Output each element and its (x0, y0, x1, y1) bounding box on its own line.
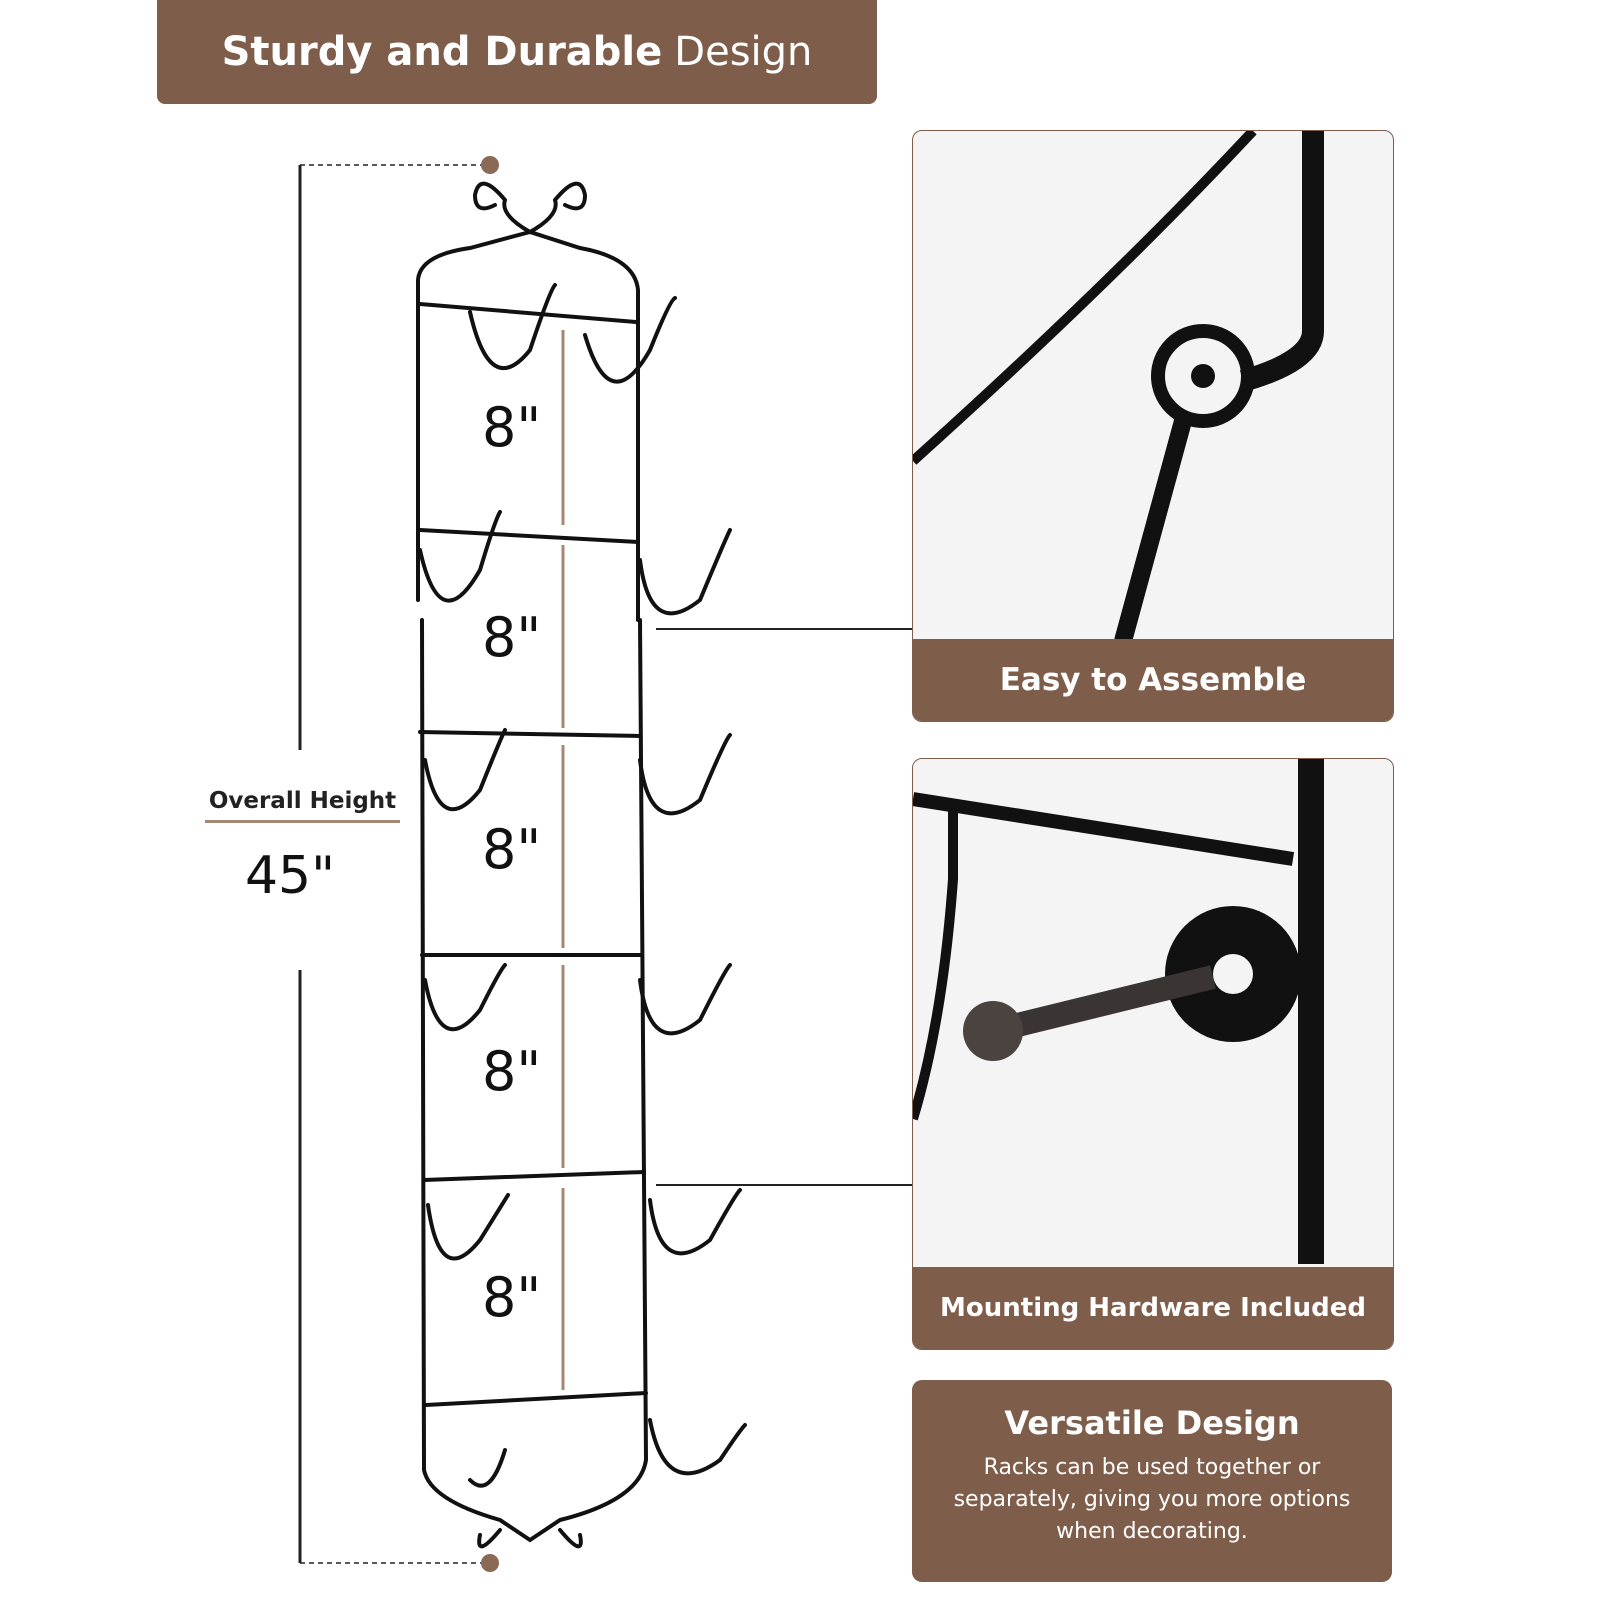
versatile-text: Racks can be used together or separately… (953, 1455, 1351, 1544)
spacing-label: 8" (482, 396, 542, 459)
joint-closeup-image (913, 131, 1324, 641)
assembly-detail-panel: Easy to Assemble (912, 130, 1394, 722)
spacing-label: 8" (482, 606, 542, 669)
spacing-label: 8" (482, 1040, 542, 1103)
overall-height-value: 45" (244, 846, 336, 906)
spacing-label: 8" (482, 818, 542, 881)
panel-caption: Mounting Hardware Included (913, 1267, 1393, 1349)
screw-closeup-image (913, 759, 1324, 1264)
versatile-design-box: Versatile Design Racks can be used toget… (912, 1380, 1392, 1582)
spacing-label: 8" (482, 1266, 542, 1329)
versatile-title: Versatile Design (1004, 1404, 1300, 1442)
panel-caption: Easy to Assemble (913, 639, 1393, 721)
hardware-detail-panel: Mounting Hardware Included (912, 758, 1394, 1350)
overall-height-label: Overall Height (205, 788, 400, 823)
header-banner: Sturdy and Durable Design (157, 0, 877, 104)
header-title-light: Design (674, 29, 813, 75)
header-title-bold: Sturdy and Durable (221, 29, 663, 75)
